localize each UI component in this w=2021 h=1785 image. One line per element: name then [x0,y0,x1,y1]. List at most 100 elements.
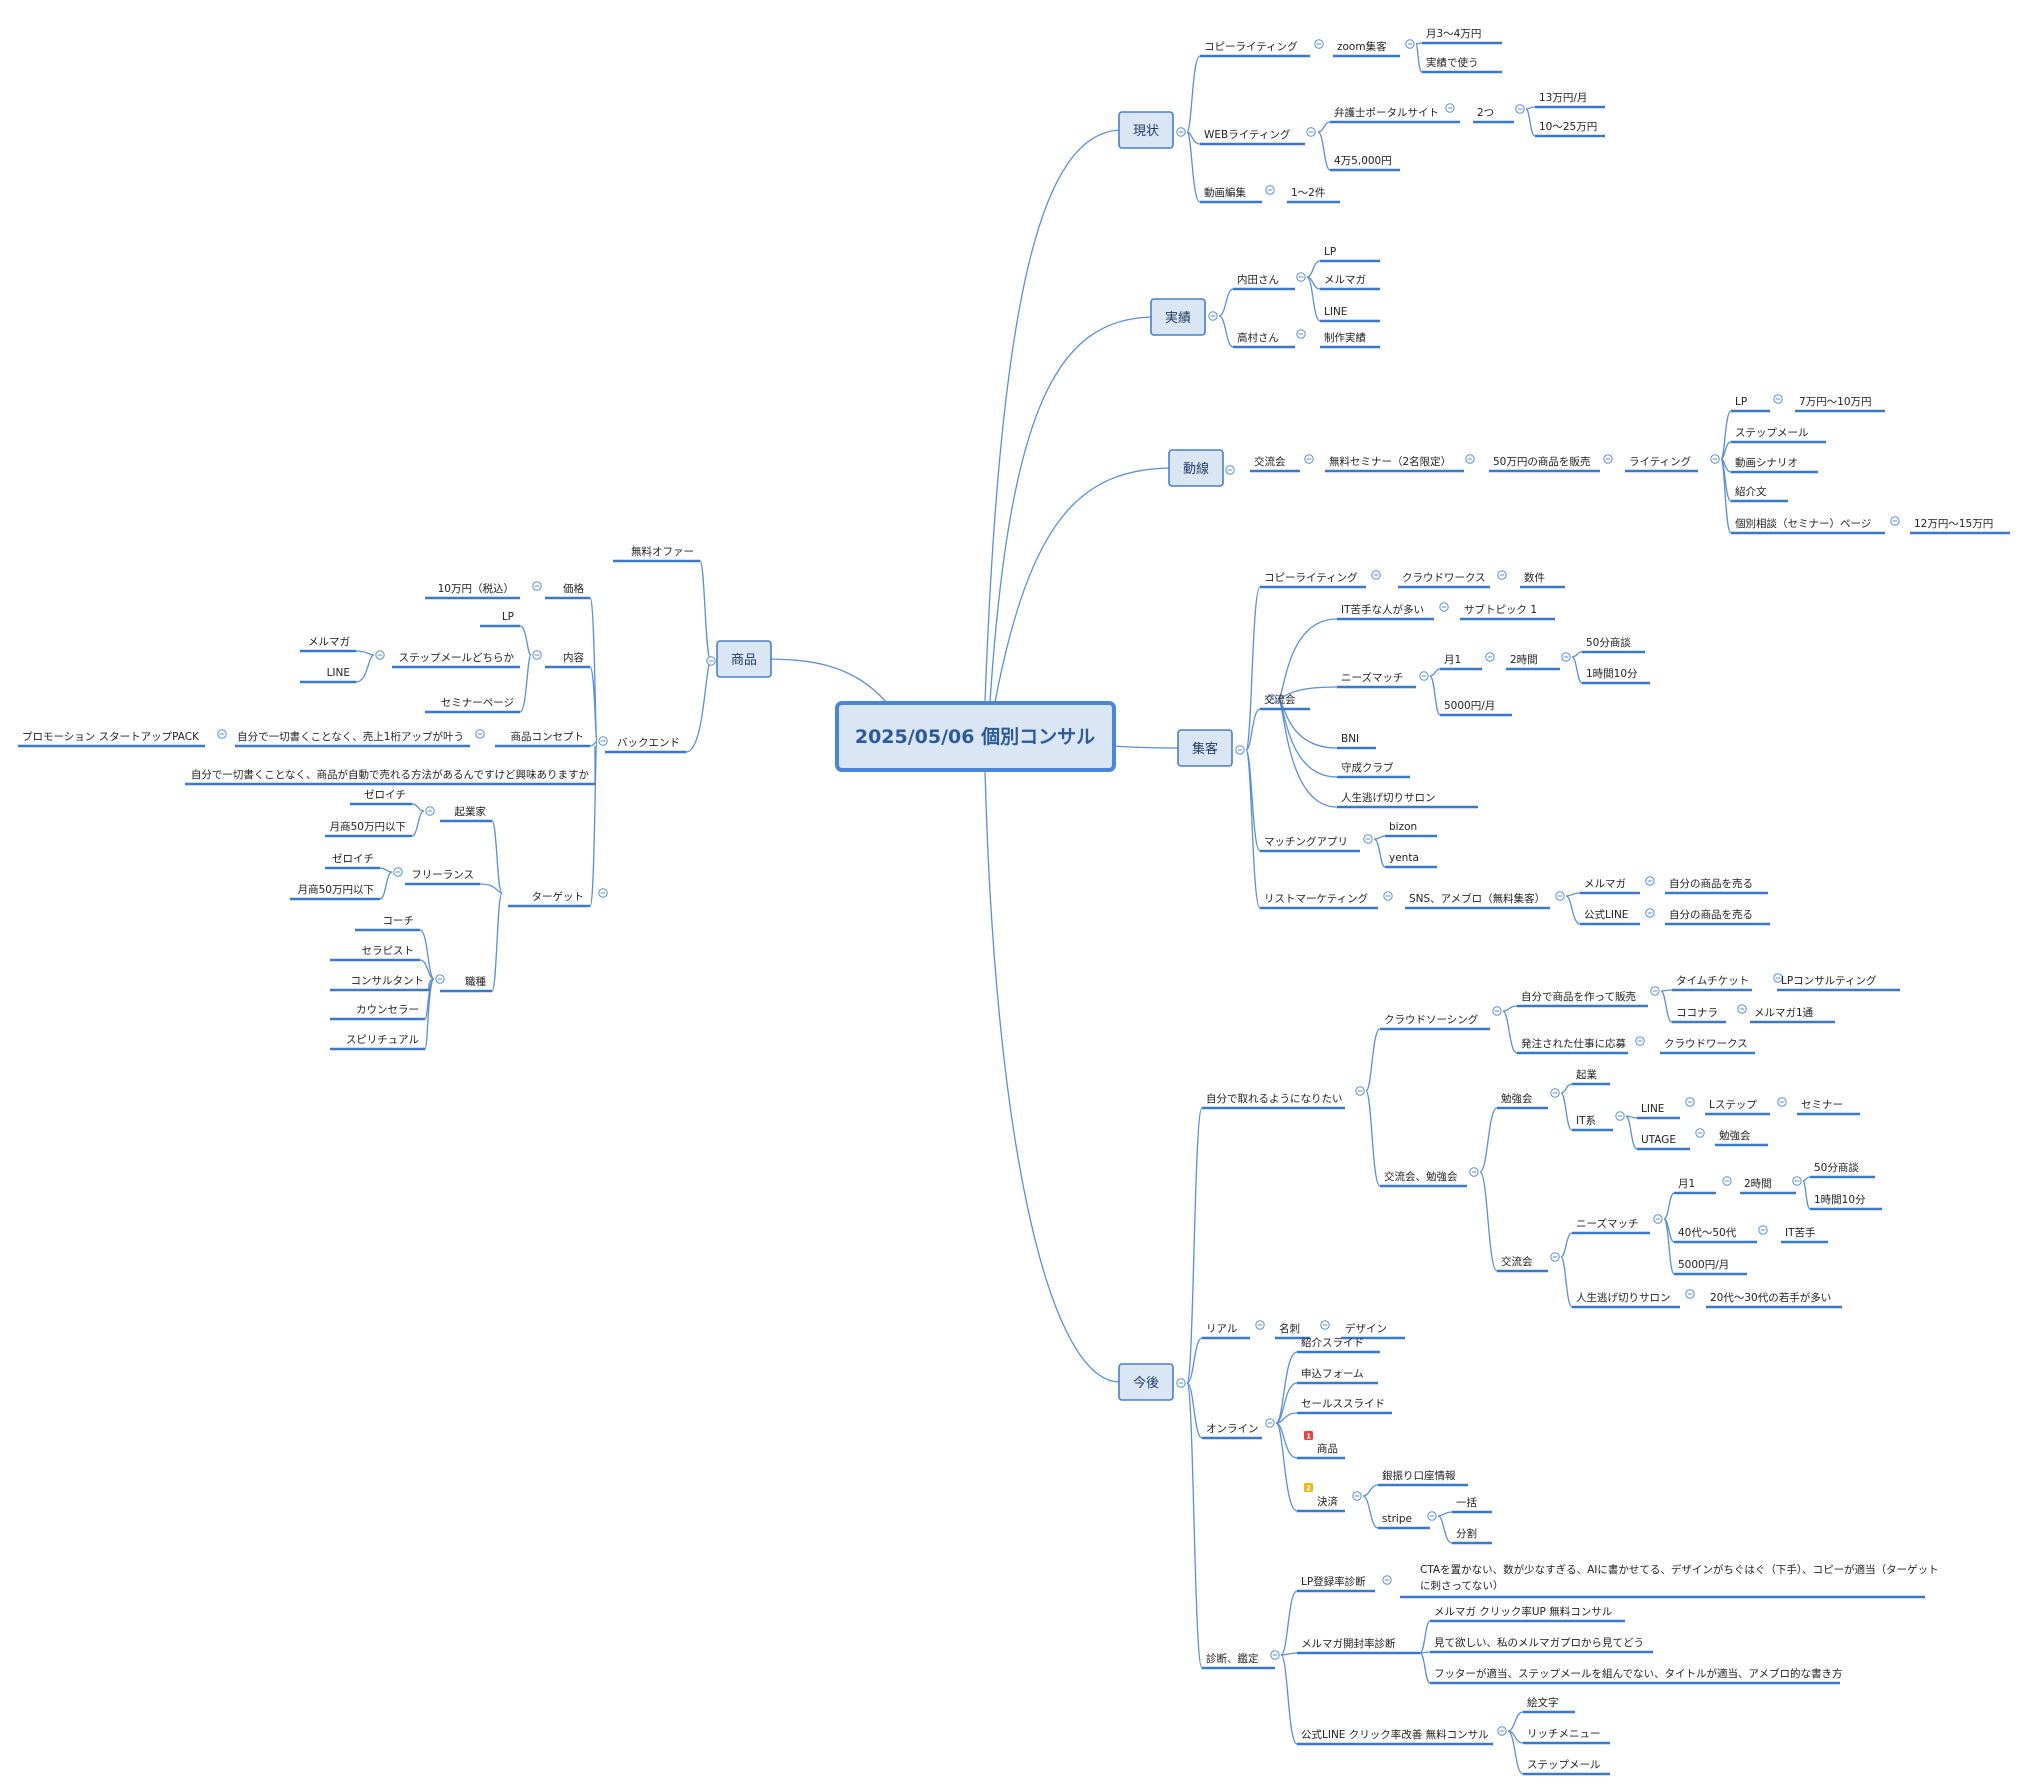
collapse-icon[interactable] [598,888,608,898]
collapse-icon[interactable] [1465,454,1475,464]
node-p-spiritual[interactable]: スピリチュアル [346,1034,419,1046]
collapse-icon[interactable] [1685,1097,1695,1107]
node-s-needs[interactable]: ニーズマッチ [1341,671,1403,684]
node-j-seisaku[interactable]: 制作実績 [1324,331,1366,344]
node-k-jibunde[interactable]: 自分で商品を作って販売 [1521,990,1636,1003]
collapse-icon[interactable] [1296,329,1306,339]
collapse-icon[interactable] [1469,1167,1479,1177]
node-s-matching[interactable]: マッチングアプリ [1264,835,1348,848]
central-topic[interactable]: 2025/05/06 個別コンサル [835,701,1116,772]
node-d-lp[interactable]: LP [1735,396,1747,408]
node-s-koshiki[interactable]: 公式LINE [1584,908,1628,921]
node-k-kessai[interactable]: 決済 [1317,1495,1339,1508]
node-p-backend[interactable]: バックエンド [617,737,680,749]
collapse-icon[interactable] [1695,1128,1705,1138]
node-k-footer[interactable]: フッターが適当、ステップメールを組んでない、タイトルが適当、アメブロ的な書き方 [1434,1667,1842,1680]
node-k-utage[interactable]: UTAGE [1641,1134,1676,1146]
collapse-icon[interactable] [1890,516,1900,526]
node-k-shohin[interactable]: 商品 [1317,1442,1338,1455]
node-d-50man[interactable]: 50万円の商品を販売 [1493,455,1590,468]
node-g-10-25[interactable]: 10〜25万円 [1539,121,1597,133]
node-k-real[interactable]: リアル [1206,1323,1237,1335]
node-k-1h10[interactable]: 1時間10分 [1814,1194,1866,1206]
node-p-gessho1[interactable]: 月商50万円以下 [330,820,406,833]
collapse-icon[interactable] [1270,1650,1280,1660]
node-j-uchida[interactable]: 内田さん [1237,273,1279,286]
node-k-koshiki[interactable]: 公式LINE クリック率改善 無料コンサル [1301,1728,1489,1741]
node-k-seminar[interactable]: セミナー [1801,1099,1843,1111]
node-k-jinsei[interactable]: 人生逃げ切りサロン [1576,1291,1671,1304]
node-d-muryo[interactable]: 無料セミナー（2名限定） [1329,455,1451,468]
node-p-seminar[interactable]: セミナーページ [441,697,514,709]
node-d-7-10[interactable]: 7万円〜10万円 [1799,396,1872,408]
collapse-icon[interactable] [1445,103,1455,113]
node-g-bengoshi[interactable]: 弁護士ポータルサイト [1334,106,1439,119]
node-d-scenario[interactable]: 動画シナリオ [1735,456,1798,469]
node-k-2h[interactable]: 2時間 [1744,1178,1772,1190]
node-k-step[interactable]: ステップメール [1527,1759,1601,1771]
node-p-gessho2[interactable]: 月商50万円以下 [298,883,374,896]
node-d-writing[interactable]: ライティング [1629,455,1692,468]
collapse-icon[interactable] [1603,454,1613,464]
collapse-icon[interactable] [375,650,385,660]
node-s-jibun1[interactable]: 自分の商品を売る [1669,877,1753,890]
collapse-icon[interactable] [1306,127,1316,137]
node-s-yenta[interactable]: yenta [1389,852,1419,864]
collapse-icon[interactable] [1497,570,1507,580]
node-p-merumaga[interactable]: メルマガ [308,636,350,648]
node-g-13man[interactable]: 13万円/月 [1539,92,1587,104]
collapse-icon[interactable] [532,650,542,660]
node-s-it[interactable]: IT苦手な人が多い [1341,603,1424,616]
collapse-icon[interactable] [1773,973,1783,983]
collapse-icon[interactable] [1722,1176,1732,1186]
node-k-tsuki1[interactable]: 月1 [1678,1178,1695,1190]
node-k-lpshindan[interactable]: LP登録率診断 [1301,1575,1366,1588]
node-d-shokai[interactable]: 紹介文 [1735,485,1767,498]
node-p-naiyo[interactable]: 内容 [563,651,584,664]
node-s-bizon[interactable]: bizon [1389,821,1417,833]
node-p-coach[interactable]: コーチ [383,915,415,927]
node-k-kigyo[interactable]: 起業 [1576,1068,1598,1081]
node-p-line[interactable]: LINE [327,667,350,679]
node-k-2030[interactable]: 20代〜30代の若手が多い [1710,1291,1831,1304]
node-s-shusei[interactable]: 守成クラブ [1341,761,1394,774]
node-s-jinsei[interactable]: 人生逃げ切りサロン [1341,791,1436,804]
collapse-icon[interactable] [1777,1097,1787,1107]
node-g-jisseki-tsukau[interactable]: 実績で使う [1426,56,1479,69]
node-k-itkei[interactable]: IT系 [1576,1115,1596,1127]
node-k-lpconsul[interactable]: LPコンサルティング [1781,974,1877,987]
collapse-icon[interactable] [1255,1320,1265,1330]
node-g-4man[interactable]: 4万5,000円 [1334,155,1392,167]
collapse-icon[interactable] [532,581,542,591]
node-p-muryo[interactable]: 無料オファー [631,545,694,558]
collapse-icon[interactable] [1382,1575,1392,1585]
node-k-5000[interactable]: 5000円/月 [1678,1259,1729,1271]
node-k-hacchu[interactable]: 発注された仕事に応募 [1521,1037,1626,1050]
node-k-coco[interactable]: ココナラ [1676,1007,1718,1019]
collapse-icon[interactable] [1176,127,1186,137]
collapse-icon[interactable] [1645,908,1655,918]
node-j-line[interactable]: LINE [1324,306,1347,318]
collapse-icon[interactable] [1710,454,1720,464]
topic-shohin[interactable]: 商品 [716,640,772,678]
collapse-icon[interactable] [1650,986,1660,996]
node-s-5000[interactable]: 5000円/月 [1444,700,1495,712]
collapse-icon[interactable] [435,974,445,984]
node-k-rich[interactable]: リッチメニュー [1527,1728,1601,1740]
collapse-buttons[interactable] [217,39,1900,1736]
collapse-icon[interactable] [1363,834,1373,844]
node-p-consultant[interactable]: コンサルタント [351,975,425,987]
node-k-50bun[interactable]: 50分商談 [1814,1161,1859,1174]
node-p-promo[interactable]: プロモーション スタートアップPACK [22,731,200,743]
topic-dosen[interactable]: 動線 [1168,449,1224,487]
node-s-bni[interactable]: BNI [1341,733,1359,745]
collapse-icon[interactable] [1314,39,1324,49]
collapse-icon[interactable] [1235,745,1245,755]
node-s-tsuki1[interactable]: 月1 [1444,654,1461,666]
collapse-icon[interactable] [1758,1225,1768,1235]
node-p-shokushu[interactable]: 職種 [465,975,486,988]
node-j-merumaga[interactable]: メルマガ [1324,274,1366,286]
node-d-koryu[interactable]: 交流会 [1254,455,1286,468]
node-k-sales[interactable]: セールススライド [1301,1398,1385,1410]
node-s-merumaga[interactable]: メルマガ [1584,878,1626,890]
